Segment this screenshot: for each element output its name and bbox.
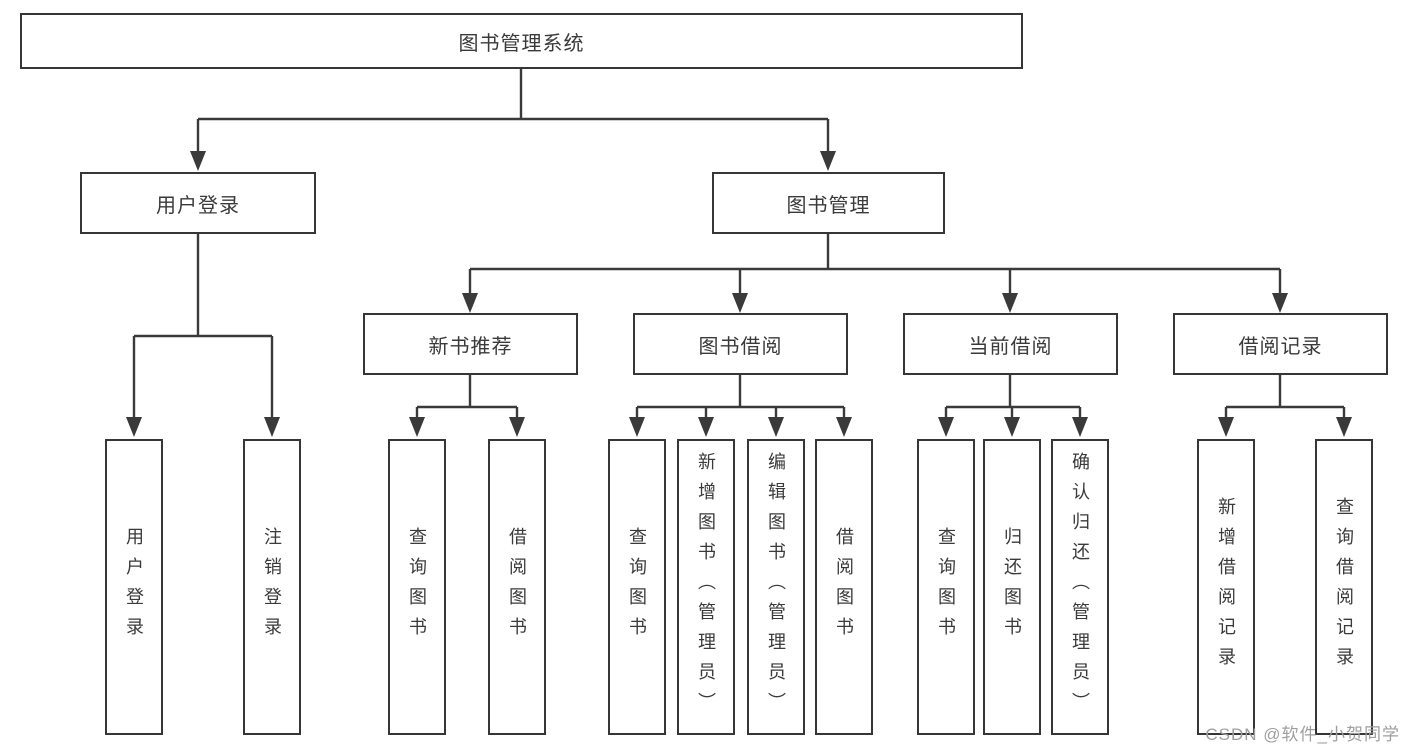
- arrowhead: [732, 293, 748, 313]
- node-label: 新增图书（管理员）: [696, 452, 716, 722]
- leaf-add-book-admin: 新增图书（管理员）: [677, 439, 735, 735]
- node-library-management-system: 图书管理系统: [20, 13, 1023, 69]
- leaf-query-books-current: 查询图书: [917, 439, 975, 735]
- node-book-management: 图书管理: [712, 172, 945, 234]
- node-label: 用户登录: [124, 527, 144, 647]
- arrowhead: [698, 417, 714, 437]
- node-label: 借阅图书: [834, 527, 854, 647]
- arrowhead: [1272, 293, 1288, 313]
- node-label: 图书借阅: [698, 335, 783, 358]
- node-label: 图书管理系统: [458, 32, 585, 55]
- arrowhead: [629, 417, 645, 437]
- node-borrowing-records: 借阅记录: [1173, 313, 1388, 375]
- node-label: 归还图书: [1002, 527, 1022, 647]
- leaf-query-borrow-record: 查询借阅记录: [1315, 439, 1373, 735]
- arrowhead: [768, 417, 784, 437]
- leaf-user-login: 用户登录: [105, 439, 163, 735]
- connector-root-to-level2: [190, 69, 836, 171]
- node-label: 注销登录: [262, 527, 282, 647]
- node-label: 新书推荐: [428, 335, 513, 358]
- arrowhead: [1002, 293, 1018, 313]
- node-label: 新增借阅记录: [1216, 497, 1236, 677]
- node-label: 图书管理: [786, 194, 871, 217]
- connector-book-management-to-level3: [462, 234, 1288, 313]
- arrowhead: [820, 151, 836, 171]
- node-label: 查询图书: [936, 527, 956, 647]
- leaf-confirm-return-admin: 确认归还（管理员）: [1051, 439, 1109, 735]
- node-book-borrowing: 图书借阅: [633, 313, 848, 375]
- arrowhead: [1072, 417, 1088, 437]
- arrowhead: [126, 417, 142, 437]
- connector-user-login-to-leaves: [126, 234, 280, 437]
- connector-new-book-recommend-to-leaves: [409, 375, 525, 437]
- connector-borrowing-records-to-leaves: [1218, 375, 1352, 437]
- csdn-watermark: CSDN @软件_小贺同学: [1205, 725, 1400, 744]
- node-label: 确认归还（管理员）: [1070, 452, 1090, 722]
- node-user-login: 用户登录: [80, 172, 316, 234]
- leaf-query-books-recommend: 查询图书: [388, 439, 446, 735]
- leaf-borrow-books-borrowing: 借阅图书: [815, 439, 873, 735]
- node-new-book-recommend: 新书推荐: [363, 313, 578, 375]
- arrowhead: [938, 417, 954, 437]
- leaf-return-book: 归还图书: [983, 439, 1041, 735]
- arrowhead: [409, 417, 425, 437]
- arrowhead: [462, 293, 478, 313]
- node-label: 用户登录: [156, 194, 240, 217]
- node-current-borrowing: 当前借阅: [903, 313, 1118, 375]
- arrowhead: [264, 417, 280, 437]
- arrowhead: [1004, 417, 1020, 437]
- leaf-query-books-borrowing: 查询图书: [608, 439, 666, 735]
- leaf-edit-book-admin: 编辑图书（管理员）: [747, 439, 805, 735]
- arrowhead: [1218, 417, 1234, 437]
- arrowhead: [836, 417, 852, 437]
- node-label: 查询图书: [407, 527, 427, 647]
- node-label: 借阅记录: [1238, 335, 1323, 358]
- node-label: 编辑图书（管理员）: [766, 452, 786, 722]
- node-label: 当前借阅: [968, 335, 1053, 358]
- node-label: 借阅图书: [507, 527, 527, 647]
- node-label: 查询图书: [627, 527, 647, 647]
- connector-book-borrowing-to-leaves: [629, 375, 852, 437]
- leaf-logout: 注销登录: [243, 439, 301, 735]
- leaf-add-borrow-record: 新增借阅记录: [1197, 439, 1255, 735]
- leaf-borrow-books-recommend: 借阅图书: [488, 439, 546, 735]
- connector-current-borrowing-to-leaves: [938, 375, 1088, 437]
- arrowhead: [509, 417, 525, 437]
- arrowhead: [190, 151, 206, 171]
- node-label: 查询借阅记录: [1334, 497, 1354, 677]
- arrowhead: [1336, 417, 1352, 437]
